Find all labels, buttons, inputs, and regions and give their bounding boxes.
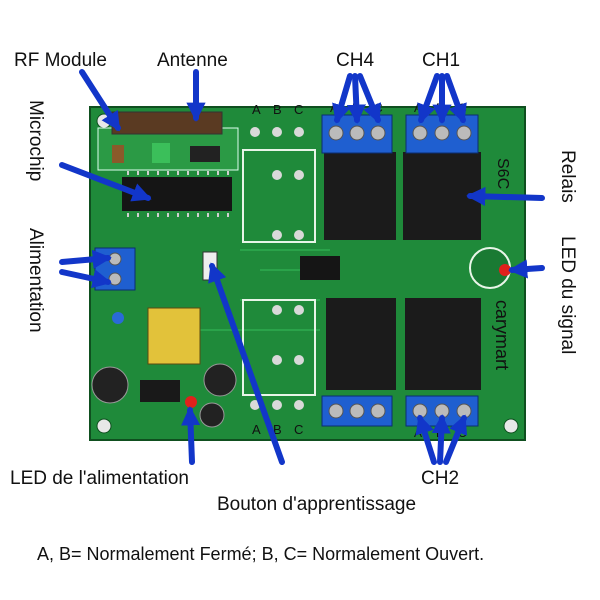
label-bouton: Bouton d'apprentissage (217, 494, 416, 515)
arrow-ch4-b (346, 73, 366, 124)
label-ch2: CH2 (421, 468, 459, 489)
arrow-bouton (208, 262, 285, 465)
label-antenne: Antenne (157, 50, 228, 71)
label-ch1: CH1 (422, 50, 460, 71)
footer-note: A, B= Normalement Fermé; B, C= Normaleme… (37, 544, 484, 564)
arrow-rf-module (79, 69, 121, 132)
relay-ch3 (326, 298, 396, 390)
svg-text:A: A (252, 102, 261, 117)
label-led-signal: LED du signal (557, 236, 578, 354)
arrow-ch2-a (415, 414, 437, 465)
svg-text:B: B (273, 102, 282, 117)
arrow-ch2-b (431, 414, 451, 465)
terminal-letters-top-left: A B C (252, 102, 303, 117)
relay-ch2 (405, 298, 481, 390)
label-rf-module: RF Module (14, 50, 107, 71)
power-led (185, 396, 197, 408)
svg-text:A: A (252, 422, 261, 437)
arrow-ch1-c (444, 73, 467, 124)
rf-module (97, 111, 239, 171)
signal-led (469, 247, 511, 289)
arrow-led-alimentation (180, 406, 201, 465)
label-relais: Relais (557, 150, 578, 203)
relay-outline-top-left (242, 149, 316, 243)
svg-text:C: C (294, 422, 303, 437)
terminal-letters-bottom-left: A B C (252, 422, 303, 437)
terminal-pads-top-left (250, 127, 304, 240)
label-alimentation: Alimentation (25, 228, 46, 333)
label-ch4: CH4 (336, 50, 374, 71)
power-terminal (94, 247, 136, 291)
callout-arrows (59, 69, 545, 465)
arrow-microchip (59, 162, 152, 202)
terminal-block-ch3 (321, 395, 393, 427)
arrow-ch1-a (417, 73, 440, 124)
arrow-led-signal (508, 259, 545, 279)
logic-ic (300, 256, 340, 280)
board-brand: carymart (492, 300, 512, 370)
arrow-ch4-c (357, 73, 382, 124)
arrow-ch4-a (332, 73, 353, 124)
arrow-alimentation-2 (59, 269, 112, 289)
label-led-alimentation: LED de l'alimentation (10, 468, 189, 489)
relay-ch4 (324, 152, 396, 240)
label-microchip: Microchip (25, 100, 46, 181)
arrow-alimentation-1 (59, 249, 112, 269)
terminal-pads-bottom-left (250, 305, 304, 410)
power-supply (91, 307, 237, 428)
svg-text:B: B (273, 422, 282, 437)
svg-text:C: C (294, 102, 303, 117)
arrow-ch2-c (443, 414, 468, 465)
board-model: S6C (494, 158, 511, 189)
arrow-relais (466, 186, 545, 207)
